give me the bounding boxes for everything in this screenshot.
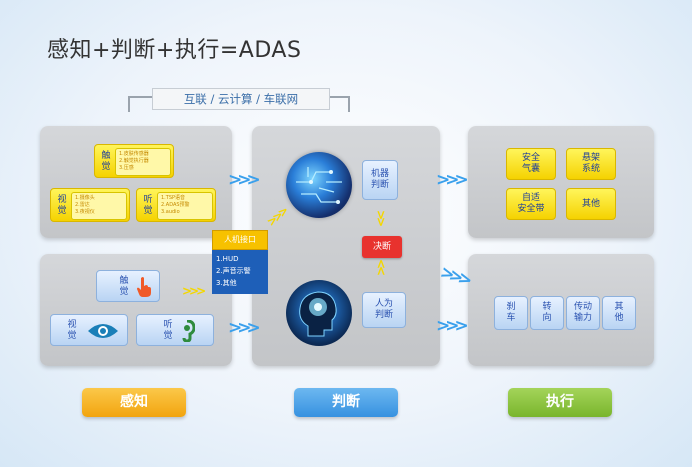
touch-items-box: 1.皮肤传感器 2.触觉执行器 3.压感: [115, 148, 171, 176]
vision-item-1: 1.摄像头: [75, 195, 95, 201]
execution-category-label: 执行: [508, 388, 612, 417]
arrow-machine-to-decision: >>: [374, 209, 389, 225]
hearing-label: 听 觉: [143, 195, 153, 216]
vision-item-2: 2.雷达: [75, 202, 90, 208]
eye-icon: [88, 324, 118, 338]
exec-airbag-label: 安全 气囊: [521, 153, 540, 174]
hmi-item-2: 2.声音示警: [216, 267, 251, 275]
hmi-box: 人机接口 1.HUD 2.声音示警 3.其他: [212, 230, 268, 294]
vision-items-box: 1.摄像头 2.雷达 3.夜视仪: [71, 192, 127, 220]
exec-steering: 转 向: [530, 296, 564, 330]
hand-pointer-icon: [137, 277, 151, 297]
exec-other-bottom: 其 他: [602, 296, 636, 330]
touch-item-2: 2.触觉执行器: [119, 158, 149, 164]
exec-other-top-label: 其他: [581, 199, 600, 209]
touch-label: 触 觉: [101, 151, 111, 172]
touch-item-1: 1.皮肤传感器: [119, 151, 149, 157]
hearing-human-label: 听 觉: [163, 320, 173, 341]
exec-airbag: 安全 气囊: [506, 148, 556, 180]
exec-other-top: 其他: [566, 188, 616, 220]
hearing-item-3: 3.audio: [161, 209, 180, 215]
exec-suspension-label: 悬架 系统: [581, 153, 600, 174]
exec-suspension: 悬架 系统: [566, 148, 616, 180]
hmi-list: 1.HUD 2.声音示警 3.其他: [212, 250, 268, 294]
touch-sensor-card: 触 觉 1.皮肤传感器 2.触觉执行器 3.压感: [94, 144, 174, 178]
circuit-lines-icon: [296, 167, 342, 204]
human-brain-image: [286, 280, 352, 346]
page-title: 感知+判断+执行=ADAS: [47, 38, 302, 63]
human-judgment-box: 人为 判断: [362, 292, 406, 328]
arrow-human-to-decision: >>: [374, 261, 389, 277]
arrow-judgment-bottom: >>>: [436, 316, 469, 336]
touch-item-3: 3.压感: [119, 165, 134, 171]
human-judgment-label: 人为 判断: [374, 299, 393, 320]
judgment-category-label: 判断: [294, 388, 398, 417]
hearing-item-2: 2.ADAS预警: [161, 202, 190, 208]
hearing-items-box: 1.TSP语音 2.ADAS预警 3.audio: [157, 192, 213, 220]
human-head-icon: [299, 291, 337, 337]
arrow-perception-bottom: >>>: [228, 318, 261, 338]
exec-powertrain: 传动 输力: [566, 296, 600, 330]
circuit-brain-image: [286, 152, 352, 218]
hearing-sensor-card: 听 觉 1.TSP语音 2.ADAS预警 3.audio: [136, 188, 216, 222]
hmi-title: 人机接口: [212, 230, 268, 250]
vision-label: 视 觉: [57, 195, 67, 216]
exec-brake-label: 刹 车: [506, 302, 516, 323]
hearing-item-1: 1.TSP语音: [161, 195, 186, 201]
touch-human-label: 触 觉: [119, 276, 129, 297]
exec-brake: 刹 车: [494, 296, 528, 330]
exec-seatbelt: 自适 安全带: [506, 188, 556, 220]
machine-judgment-box: 机器 判断: [362, 160, 398, 200]
vision-human-label: 视 觉: [67, 320, 77, 341]
network-banner: 互联 / 云计算 / 车联网: [152, 88, 330, 110]
arrow-judgment-top: >>>: [436, 170, 469, 190]
exec-seatbelt-label: 自适 安全带: [517, 193, 545, 214]
arrow-perception-top: >>>: [228, 170, 261, 190]
arrow-touch-to-hmi: >>>: [182, 284, 206, 298]
vision-sensor-card: 视 觉 1.摄像头 2.雷达 3.夜视仪: [50, 188, 130, 222]
ear-icon: [182, 320, 195, 342]
exec-steering-label: 转 向: [542, 302, 552, 323]
execution-top-panel: [468, 126, 654, 238]
hmi-item-1: 1.HUD: [216, 255, 239, 263]
decision-box: 决断: [362, 236, 402, 258]
perception-category-label: 感知: [82, 388, 186, 417]
exec-powertrain-label: 传动 输力: [573, 302, 592, 323]
hearing-human-card: 听 觉: [136, 314, 214, 346]
vision-human-card: 视 觉: [50, 314, 128, 346]
arrow-judgment-mid: >>>: [437, 262, 471, 290]
hmi-item-3: 3.其他: [216, 279, 237, 287]
exec-other-bottom-label: 其 他: [614, 302, 624, 323]
vision-item-3: 3.夜视仪: [75, 209, 95, 215]
machine-judgment-label: 机器 判断: [370, 169, 389, 190]
touch-human-card: 触 觉: [96, 270, 160, 302]
